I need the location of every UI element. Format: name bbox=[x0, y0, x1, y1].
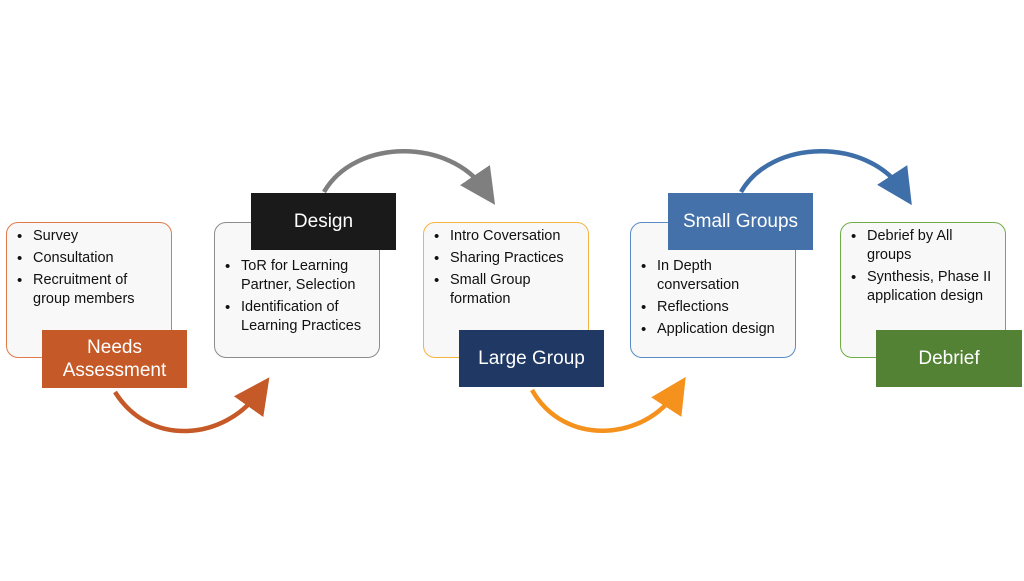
list-item: Intro Coversation bbox=[434, 227, 580, 246]
list-item: Small Group formation bbox=[434, 271, 580, 309]
needs-assessment-list: Survey Consultation Recruitment of group… bbox=[15, 227, 163, 309]
list-item: Recruitment of group members bbox=[17, 271, 163, 309]
list-item: Reflections bbox=[641, 298, 787, 317]
arrow-small-groups-to-debrief bbox=[739, 149, 912, 206]
debrief-label: Debrief bbox=[876, 330, 1022, 387]
small-groups-label: Small Groups bbox=[668, 193, 813, 250]
needs-assessment-card: Survey Consultation Recruitment of group… bbox=[6, 222, 172, 358]
list-item: Consultation bbox=[17, 249, 163, 268]
list-item: ToR for Learning Partner, Selection bbox=[225, 257, 371, 295]
design-list: ToR for Learning Partner, Selection Iden… bbox=[223, 257, 371, 336]
list-item: Application design bbox=[641, 320, 787, 339]
list-item: Debrief by All groups bbox=[851, 227, 997, 265]
list-item: Identification of Learning Practices bbox=[225, 298, 371, 336]
list-item: Survey bbox=[17, 227, 163, 246]
needs-assessment-label: Needs Assessment bbox=[42, 330, 187, 388]
small-groups-list: In Depth conversation Reflections Applic… bbox=[639, 257, 787, 339]
design-label: Design bbox=[251, 193, 396, 250]
list-item: Sharing Practices bbox=[434, 249, 580, 268]
arrow-needs-to-design bbox=[113, 377, 270, 434]
list-item: In Depth conversation bbox=[641, 257, 787, 295]
arrow-large-group-to-small-groups bbox=[530, 376, 686, 433]
list-item: Synthesis, Phase II application design bbox=[851, 268, 997, 306]
large-group-list: Intro Coversation Sharing Practices Smal… bbox=[432, 227, 580, 309]
debrief-list: Debrief by All groups Synthesis, Phase I… bbox=[849, 227, 997, 306]
large-group-label: Large Group bbox=[459, 330, 604, 387]
arrow-design-to-large-group bbox=[322, 149, 496, 205]
